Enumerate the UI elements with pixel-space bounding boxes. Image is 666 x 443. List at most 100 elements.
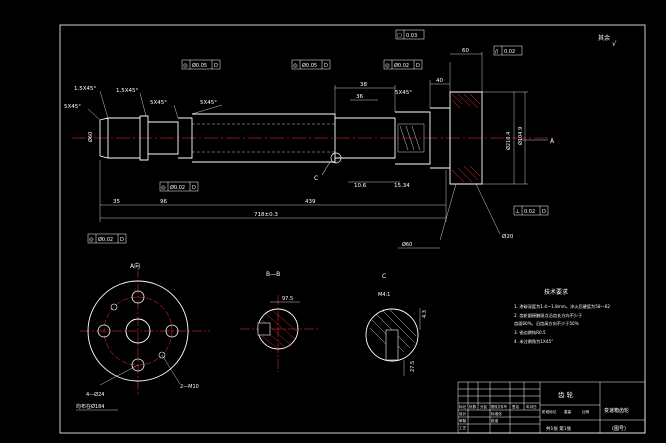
tb-drawing-name: 变速箱齿轮 [604,407,629,414]
right-dia-lines [482,91,528,185]
tb-label-scale: 比例 [582,409,590,414]
roughness-note: 其余 [598,34,610,42]
c-detail-circle [365,308,419,362]
chamfer-1: 1.5X45° [74,86,97,92]
view-c: C M4:1 4.3 27.5 [365,273,428,376]
datum-a-label: A [550,138,555,145]
svg-text:Ø0.02: Ø0.02 [98,236,113,243]
c-slot [385,329,399,361]
c-dim-width: 27.5 [410,361,416,372]
roughness-symbol: √ [612,40,617,48]
tolerance-frame-4: ◎ Ø0.02 D [159,181,199,192]
svg-text:D: D [214,63,218,69]
note-o60: Ø60 [402,241,412,248]
detail-c-marker [330,152,342,164]
dim-439: 439 [305,199,316,205]
main-view: C 35 96 439 10.6 15.34 718±0.3 [64,29,555,249]
bb-dim: 97.5 [282,296,293,302]
tb-part-name: 齿 轮 [558,390,574,399]
dim-38: 38 [360,82,367,88]
bottom-dimensions [99,160,447,222]
view-a-note: 均布在Ø184 [76,403,104,410]
dim-96: 96 [160,199,167,205]
svg-text:Ø0.05: Ø0.05 [302,62,317,69]
tb-label-mark: 标记 [459,404,467,409]
tb-label-review: 审核 [459,418,467,423]
title-block [457,381,646,434]
dia-right: Ø104.9 [517,127,524,145]
bb-keyway [257,322,271,336]
tb-label-stage: 阶段标记 [542,409,557,414]
tolerance-frame-6: // 0.02 [493,45,523,56]
view-a-label: A向 [130,262,140,270]
svg-text:D: D [120,237,124,243]
flange-small-1 [110,303,118,311]
view-bb: B—B 97.5 [240,271,320,372]
svg-text://: // [495,49,499,55]
svg-text:D: D [192,185,196,191]
notes-line-3: 齿面60%，沿齿高方向不少于50% [514,320,579,327]
svg-text:◎: ◎ [293,63,298,69]
notes-line-5: 4. 未注倒角为1X45° [514,338,553,345]
dim-40: 40 [436,78,443,84]
c-hatch [369,309,417,357]
flange-small-2 [158,351,166,359]
detail-c-label: C [314,175,318,182]
tolerance-frame-3: ◎ Ø0.02 D [383,59,423,70]
view-a-holes: 4—Ø24 [86,391,104,398]
gear-hatch-top [451,93,481,109]
drawing-frame [59,24,646,434]
notes-line-1: 1. 渗碳深度为1.4—1.8mm，淬火后硬度为58—62 [514,303,610,310]
chamfer-leaders [87,90,223,121]
tb-label-date: 年月日 [526,404,537,409]
shaft-outline [99,107,451,169]
dia-gear: Ø210.4 [505,132,512,150]
chamfer-2: 5X45° [64,104,81,110]
chamfer-5: 5X45° [200,100,217,106]
tb-label-std: 标准化 [491,411,502,416]
tb-label-process: 工艺 [459,425,467,430]
c-dim-depth: 4.3 [422,310,428,318]
svg-text:0.02: 0.02 [504,49,515,55]
svg-text:◎: ◎ [183,63,188,69]
leader-o20 [475,183,501,235]
tb-label-sign: 签名 [512,404,520,409]
notes-line-4: 3. 锐边倒钝R0.5 [514,329,546,336]
svg-text:D: D [542,209,546,215]
flange-hole-2 [165,324,179,338]
dim-15-34: 15.34 [394,183,410,189]
notes-title: 技术要求 [544,288,568,296]
tolerance-frame-8: ◎ Ø0.02 D [87,233,127,244]
svg-text:◎: ◎ [89,237,94,243]
dia-left: Ø60 [87,132,94,142]
tb-sheet: 共1张 第1张 [546,425,572,432]
flange-hole-1 [131,290,145,304]
dim-35: 35 [113,199,120,205]
view-bb-label: B—B [266,271,280,278]
dim-36: 36 [356,94,363,100]
leader-o60 [439,183,457,241]
tb-label-design: 设计 [459,411,467,416]
tb-label-zone: 分区 [480,404,488,409]
note-o20: Ø20 [502,233,514,240]
tolerance-frame-1: ◎ Ø0.05 D [181,59,221,70]
chamfer-6: 5X45° [395,90,412,96]
tb-label-count: 处数 [469,404,477,409]
view-a-pcd: 2—M10 [180,384,199,390]
svg-text:0.02: 0.02 [524,209,535,215]
svg-text:⊥: ⊥ [515,209,520,215]
dim-overall-length: 718±0.3 [254,212,278,218]
view-c-scale: M4:1 [378,292,390,298]
svg-text:D: D [416,63,420,69]
svg-text:0.03: 0.03 [406,33,417,39]
svg-text:D: D [324,63,328,69]
flange-outer [87,280,189,382]
chamfer-4: 5X45° [150,100,167,106]
top-dimensions [334,52,483,114]
svg-text:Ø0.02: Ø0.02 [170,184,185,191]
chamfer-3: 1.5X45° [116,88,139,94]
tolerance-frame-2: ◎ Ø0.05 D [291,59,331,70]
gear-hatch-bottom [451,165,481,183]
